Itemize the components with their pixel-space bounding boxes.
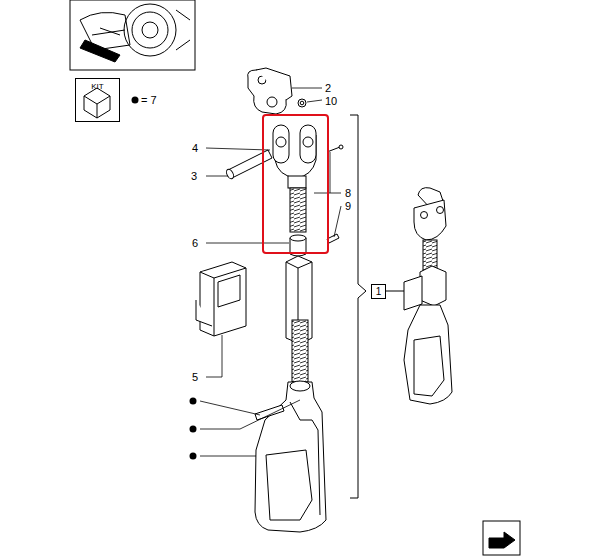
lower-clevis (255, 381, 326, 532)
threaded-rod (290, 188, 306, 232)
callout-number: 8 (345, 187, 351, 199)
top-link-bracket (248, 68, 292, 114)
ring (298, 99, 306, 107)
fork-end (273, 125, 316, 188)
next-page-icon (483, 521, 520, 555)
callout-number: 1 (372, 285, 385, 298)
callout-box: 1 (371, 284, 386, 299)
leader-line (200, 88, 341, 456)
callout-number: 4 (192, 142, 198, 154)
kit-cube (84, 88, 110, 118)
kit-label: KIT (76, 82, 119, 91)
highlight-frame (263, 115, 328, 253)
guard (196, 262, 246, 336)
legend-note: = 7 (141, 94, 157, 106)
callout-number: 3 (191, 170, 197, 182)
spring-pin (255, 405, 284, 420)
pin (225, 150, 272, 180)
bullet (190, 398, 197, 460)
callout-number: 9 (345, 200, 351, 212)
assembled-top-link (404, 188, 452, 404)
callout-number: 2 (325, 82, 331, 94)
leader-line (386, 291, 404, 292)
kit-box: KIT (75, 78, 120, 122)
callout-number: 5 (192, 371, 198, 383)
tractor-thumbnail (80, 4, 190, 62)
callout-number: 6 (192, 237, 198, 249)
bullet (132, 97, 139, 104)
group-bracket (350, 115, 366, 498)
threaded-rod (292, 320, 308, 382)
callout-number: 10 (325, 95, 337, 107)
